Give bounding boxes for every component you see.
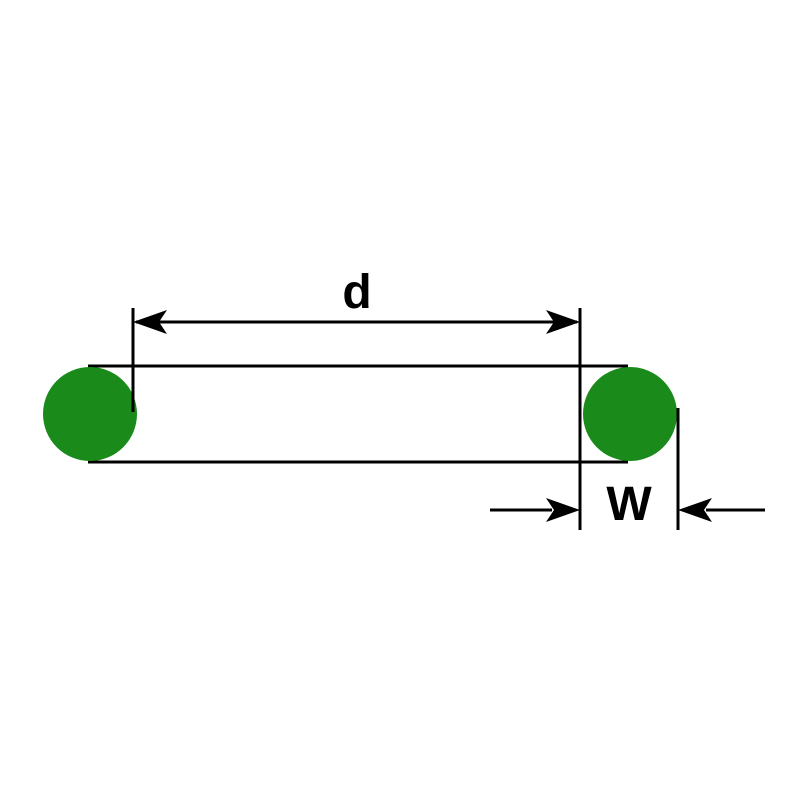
- w-arrowhead-right: [678, 498, 712, 522]
- oring-cross-section-left: [43, 367, 137, 461]
- oring-cross-section-right: [583, 367, 677, 461]
- d-arrowhead-left: [133, 310, 167, 334]
- d-arrowhead-right: [546, 310, 580, 334]
- w-arrowhead-left: [546, 498, 580, 522]
- inner-diameter-label: d: [342, 266, 371, 319]
- cross-section-width-label: W: [606, 478, 652, 531]
